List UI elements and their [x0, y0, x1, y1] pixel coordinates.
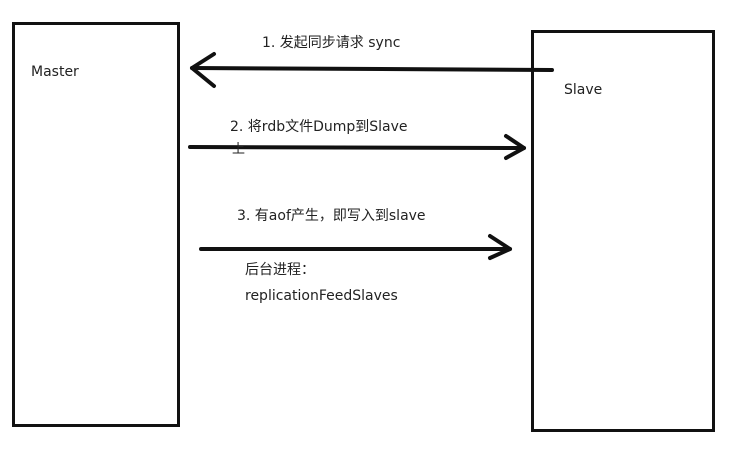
master-label: Master: [31, 64, 79, 80]
rdb-dump-arrow: [188, 134, 526, 160]
sync-request-label: 1. 发起同步请求 sync: [262, 35, 401, 51]
background-process-label: 后台进程：: [245, 262, 315, 278]
rdb-dump-label: 2. 将rdb文件Dump到Slave: [230, 119, 408, 135]
slave-label: Slave: [564, 82, 603, 98]
aof-propagate-label: 3. 有aof产生，即写入到slave: [237, 208, 426, 224]
feed-function-label: replicationFeedSlaves: [245, 288, 398, 304]
slave-node-box: Slave: [531, 30, 715, 432]
master-node-box: Master: [12, 22, 180, 427]
aof-propagate-arrow: [199, 234, 512, 260]
rdb-dump-label-continuation: 上: [232, 142, 246, 157]
sync-request-arrow: [190, 52, 554, 88]
